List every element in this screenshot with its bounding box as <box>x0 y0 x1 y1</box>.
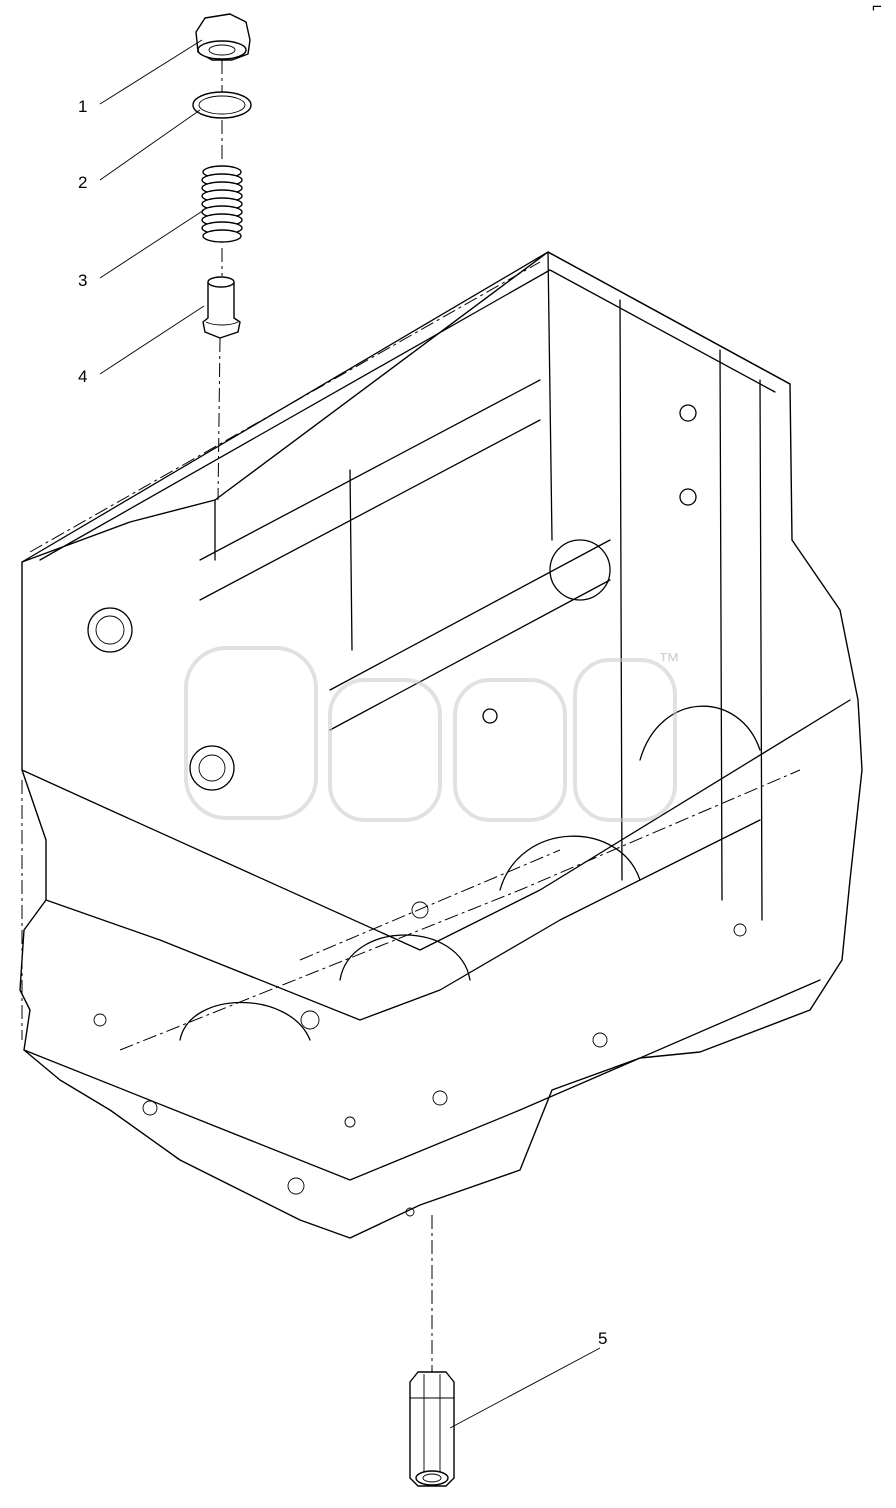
part-5-hex-plug <box>409 1371 455 1487</box>
part-1-cap <box>195 13 251 61</box>
leader-2 <box>99 109 201 181</box>
leader-1 <box>99 39 203 105</box>
part-2-o-ring <box>192 91 252 119</box>
corner-mark: ⌐ <box>872 0 882 16</box>
assembly-axis-upper <box>217 60 223 501</box>
callout-4: 4 <box>78 367 87 386</box>
watermark-mark: ™ <box>658 648 680 673</box>
watermark: ™ <box>184 646 680 822</box>
callout-5: 5 <box>598 1329 607 1348</box>
leader-4 <box>99 305 205 375</box>
leader-lines <box>99 39 601 1429</box>
callout-3: 3 <box>78 271 87 290</box>
callout-labels: 1 2 3 4 5 <box>78 97 607 1348</box>
callout-2: 2 <box>78 173 87 192</box>
callout-1: 1 <box>78 97 87 116</box>
part-4-sleeve <box>202 276 241 339</box>
leader-3 <box>99 209 205 279</box>
part-3-spring <box>201 165 243 243</box>
leader-5 <box>449 1347 601 1429</box>
